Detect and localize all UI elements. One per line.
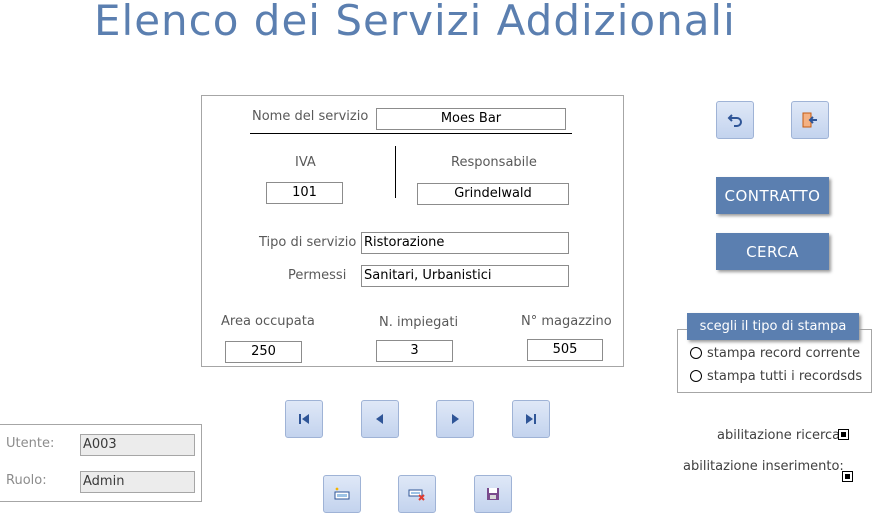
nome-field[interactable]: Moes Bar	[376, 108, 566, 130]
responsabile-field[interactable]: Grindelwald	[417, 183, 569, 205]
new-record-icon	[334, 487, 350, 500]
utente-field: A003	[80, 434, 195, 456]
new-record-button[interactable]	[323, 475, 361, 513]
ruolo-label: Ruolo:	[6, 473, 47, 488]
service-form-panel	[201, 95, 624, 367]
save-record-button[interactable]	[474, 475, 512, 513]
impiegati-field[interactable]: 3	[376, 340, 453, 362]
magazzino-label: N° magazzino	[521, 314, 612, 329]
utente-label: Utente:	[6, 436, 55, 451]
permessi-field[interactable]: Sanitari, Urbanistici	[361, 265, 569, 287]
next-record-icon	[452, 414, 459, 424]
responsabile-label: Responsabile	[451, 155, 537, 170]
print-current-label: stampa record corrente	[707, 346, 861, 361]
nome-label: Nome del servizio	[252, 109, 369, 124]
contratto-button[interactable]: CONTRATTO	[716, 177, 829, 214]
previous-record-button[interactable]	[361, 400, 399, 438]
permessi-label: Permessi	[288, 268, 347, 283]
page-title: Elenco dei Servizi Addizionali	[94, 0, 736, 45]
inserimento-toggle-label: abilitazione inserimento:	[683, 459, 844, 474]
divider-vertical	[395, 146, 396, 198]
previous-record-icon	[376, 414, 383, 424]
impiegati-label: N. impiegati	[379, 315, 459, 330]
area-label: Area occupata	[221, 314, 315, 329]
next-record-button[interactable]	[436, 400, 474, 438]
last-record-icon	[526, 414, 536, 424]
tipo-field[interactable]: Ristorazione	[361, 232, 569, 254]
print-options-header: scegli il tipo di stampa	[687, 313, 859, 340]
ruolo-field: Admin	[80, 471, 195, 493]
first-record-icon	[299, 414, 309, 424]
inserimento-checkbox[interactable]	[842, 471, 853, 482]
iva-label: IVA	[295, 155, 316, 170]
print-all-radio[interactable]	[690, 370, 702, 382]
magazzino-field[interactable]: 505	[527, 339, 603, 361]
delete-record-button[interactable]	[398, 475, 436, 513]
delete-record-icon	[408, 489, 425, 501]
save-record-icon	[487, 488, 499, 500]
exit-button[interactable]	[791, 101, 829, 139]
first-record-button[interactable]	[285, 400, 323, 438]
iva-field[interactable]: 101	[266, 182, 343, 204]
ricerca-checkbox[interactable]	[838, 429, 849, 440]
undo-icon	[727, 114, 742, 127]
undo-button[interactable]	[716, 101, 754, 139]
exit-icon	[802, 112, 817, 128]
tipo-label: Tipo di servizio	[259, 235, 357, 250]
print-all-label: stampa tutti i recordsds	[707, 369, 863, 384]
divider-horizontal	[250, 133, 572, 134]
cerca-button[interactable]: CERCA	[716, 233, 829, 270]
area-field[interactable]: 250	[225, 341, 302, 363]
last-record-button[interactable]	[512, 400, 550, 438]
user-info-panel	[0, 424, 202, 502]
print-current-radio[interactable]	[690, 347, 702, 359]
ricerca-toggle-label: abilitazione ricerca:	[717, 428, 845, 443]
